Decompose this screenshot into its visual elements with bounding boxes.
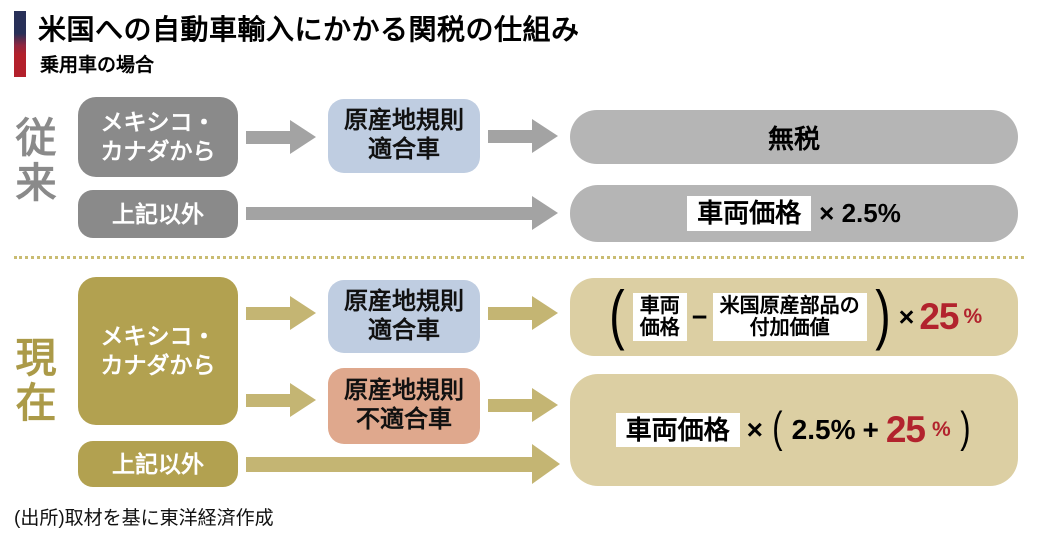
- added-rate-value: 25: [885, 409, 926, 450]
- now-box-other: 上記以外: [78, 441, 238, 487]
- vehicle-price-chip: 車両価格: [615, 412, 740, 448]
- gold-arrow-icon: [246, 444, 560, 484]
- gold-arrow-icon: [246, 383, 316, 417]
- tariff-rate-value: 25: [919, 296, 959, 337]
- vehicle-price-chip: 車両価格: [687, 196, 812, 231]
- before-box-rule-compliant: 原産地規則 適合車: [328, 99, 480, 173]
- title-accent-bar: [14, 11, 26, 77]
- now-box-mexico-canada: メキシコ・ カナダから: [78, 277, 238, 425]
- gray-arrow-icon: [246, 120, 316, 154]
- page-title: 米国への自動車輸入にかかる関税の仕組み: [38, 14, 580, 45]
- section-label-now: 現 在: [15, 335, 57, 427]
- page-subtitle: 乗用車の場合: [40, 55, 155, 76]
- rate-text: × 2.5%: [819, 198, 901, 228]
- close-paren: ): [874, 276, 891, 351]
- tariff-rate-unit: %: [963, 305, 983, 328]
- vehicle-price-chip: 車両 価格: [632, 292, 687, 342]
- gray-arrow-icon: [246, 196, 558, 230]
- now-box-rule-noncompliant: 原産地規則 不適合車: [328, 368, 480, 444]
- base-rate-text: 2.5%: [791, 414, 856, 445]
- multiply-sign: ×: [898, 301, 915, 332]
- gold-arrow-icon: [488, 296, 558, 330]
- now-pill-formula-noncompliant: 車両価格 × ( 2.5% + 25 % ): [570, 374, 1018, 486]
- gray-arrow-icon: [488, 119, 558, 153]
- source-note: (出所)取材を基に東洋経済作成: [14, 508, 274, 529]
- before-pill-duty-free: 無税: [570, 110, 1018, 164]
- open-paren: (: [772, 403, 783, 453]
- multiply-sign: ×: [746, 414, 764, 445]
- open-paren: (: [609, 276, 625, 351]
- gold-arrow-icon: [246, 296, 316, 330]
- now-box-rule-compliant: 原産地規則 適合車: [328, 280, 480, 353]
- plus-sign: +: [862, 414, 879, 445]
- minus-sign: −: [691, 301, 708, 332]
- us-parts-value-chip: 米国原産部品の 付加価値: [712, 292, 867, 342]
- added-rate-unit: %: [932, 418, 951, 441]
- section-label-before: 従 来: [15, 115, 57, 207]
- dotted-divider: [14, 256, 1024, 259]
- close-paren: ): [959, 403, 971, 453]
- now-pill-formula-compliant: ( 車両 価格 − 米国原産部品の 付加価値 ) × 25 %: [570, 278, 1018, 356]
- gold-arrow-icon: [488, 388, 558, 422]
- before-box-mexico-canada: メキシコ・ カナダから: [78, 97, 238, 177]
- before-box-other: 上記以外: [78, 190, 238, 238]
- before-pill-formula: 車両価格 × 2.5%: [570, 185, 1018, 242]
